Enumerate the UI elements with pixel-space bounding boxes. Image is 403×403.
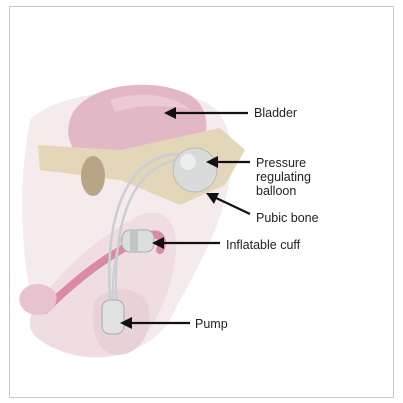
cuff-band — [130, 230, 138, 252]
label-bladder: Bladder — [254, 106, 297, 120]
label-pump: Pump — [195, 317, 228, 331]
label-inflatable-cuff: Inflatable cuff — [226, 238, 300, 252]
balloon-highlight — [180, 154, 196, 170]
label-pubic-bone: Pubic bone — [256, 211, 319, 225]
label-pressure-regulating-balloon: Pressure regulating balloon — [256, 156, 346, 198]
balloon-shape — [173, 148, 217, 192]
pump-shape — [102, 300, 124, 334]
bone-section — [81, 156, 105, 196]
